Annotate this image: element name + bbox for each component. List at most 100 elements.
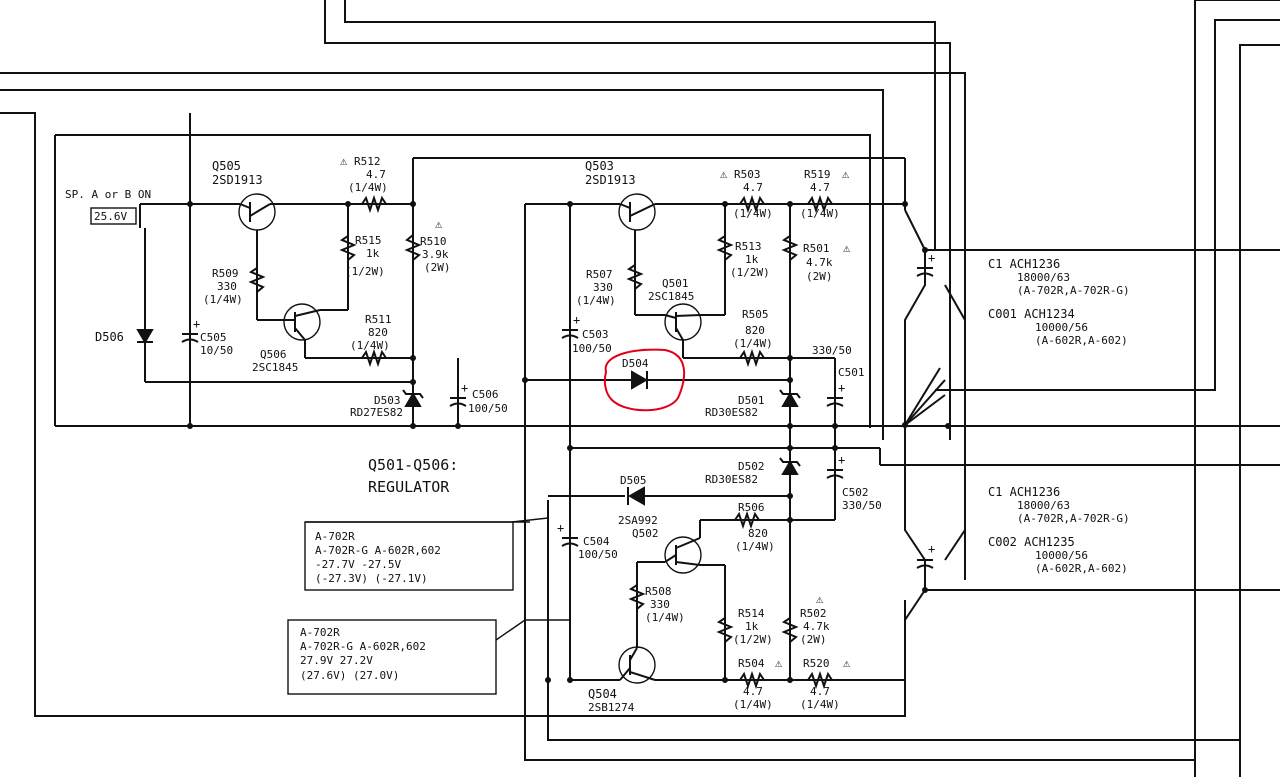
d501-ref: D501 <box>738 394 765 407</box>
r520-rating: (1/4W) <box>800 698 840 711</box>
bulk-top-line5: 10000/56 <box>1035 321 1088 334</box>
section-title-line1: Q501-Q506: <box>368 456 458 474</box>
q501-part: 2SC1845 <box>648 290 694 303</box>
r513-value: 1k <box>745 253 759 266</box>
zener-d503: D503 RD27ES82 <box>350 389 424 419</box>
c505-value: 10/50 <box>200 344 233 357</box>
d503-part: RD27ES82 <box>350 406 403 419</box>
r507-value: 330 <box>593 281 613 294</box>
c502-ref: C502 <box>842 486 869 499</box>
bulk-bottom-line5: 10000/56 <box>1035 549 1088 562</box>
r513-rating: (1/2W) <box>730 266 770 279</box>
r504-ref: R504 <box>738 657 765 670</box>
vbox2-line3: 27.9V 27.2V <box>300 654 373 667</box>
bulk-top-line1: C1 ACH1236 <box>988 257 1060 271</box>
bulk-bottom-line6: (A-602R,A-602) <box>1035 562 1128 575</box>
svg-text:+: + <box>928 542 935 556</box>
transistor-q502: 2SA992 Q502 <box>618 514 702 574</box>
transistor-q504: Q504 2SB1274 <box>588 646 656 714</box>
r510-safety-mark: ⚠ <box>435 217 443 231</box>
r503-rating: (1/4W) <box>733 207 773 220</box>
svg-text:+: + <box>573 313 580 327</box>
vbox2-line4: (27.6V) (27.0V) <box>300 669 399 682</box>
c502-value: 330/50 <box>842 499 882 512</box>
transistor-q501: Q501 2SC1845 <box>648 277 702 341</box>
r504-rating: (1/4W) <box>733 698 773 711</box>
d505-ref: D505 <box>620 474 647 487</box>
r519-safety-mark: ⚠ <box>842 167 850 181</box>
svg-text:+: + <box>838 453 845 467</box>
transistor-q505: Q505 2SD1913 <box>212 159 276 231</box>
r520-value: 4.7 <box>810 685 830 698</box>
q502-ref: Q502 <box>632 527 659 540</box>
c505-ref: C505 <box>200 331 227 344</box>
r512-safety-mark: ⚠ <box>340 154 348 168</box>
r507-ref: R507 <box>586 268 613 281</box>
c503-value: 100/50 <box>572 342 612 355</box>
r510-value: 3.9k <box>422 248 449 261</box>
r502-value: 4.7k <box>803 620 830 633</box>
bulk-top-line3: (A-702R,A-702R-G) <box>1017 284 1130 297</box>
bulk-cap-label-bottom: C1 ACH1236 18000/63 (A-702R,A-702R-G) C0… <box>988 485 1130 575</box>
r514-ref: R514 <box>738 607 765 620</box>
capacitor-c501: + 330/50 C501 <box>812 344 865 407</box>
r502-rating: (2W) <box>800 633 827 646</box>
d502-part: RD30ES82 <box>705 473 758 486</box>
q505-part: 2SD1913 <box>212 173 263 187</box>
vbox1-line3: -27.7V -27.5V <box>315 558 401 571</box>
capacitor-c506: + C506 100/50 <box>449 381 508 415</box>
r502-safety-mark: ⚠ <box>816 592 824 606</box>
transistor-q503: Q503 2SD1913 <box>585 159 656 231</box>
d503-ref: D503 <box>374 394 401 407</box>
zener-d502: D502 RD30ES82 <box>705 457 801 486</box>
capacitor-c503: + C503 100/50 <box>561 313 612 355</box>
c503-ref: C503 <box>582 328 609 341</box>
vbox1-line4: (-27.3V) (-27.1V) <box>315 572 428 585</box>
c504-ref: C504 <box>583 535 610 548</box>
r510-rating: (2W) <box>424 261 451 274</box>
r502-ref: R502 <box>800 607 827 620</box>
r515-rating: (1/2W) <box>345 265 385 278</box>
diode-d504: D504 <box>603 348 686 412</box>
q502-part: 2SA992 <box>618 514 658 527</box>
r506-ref: R506 <box>738 501 765 514</box>
r519-rating: (1/4W) <box>800 207 840 220</box>
capacitor-c502: + C502 330/50 <box>826 453 882 512</box>
r504-value: 4.7 <box>743 685 763 698</box>
r508-ref: R508 <box>645 585 672 598</box>
r505-rating: (1/4W) <box>733 337 773 350</box>
sp-voltage: 25.6V <box>94 210 127 223</box>
c506-value: 100/50 <box>468 402 508 415</box>
svg-text:+: + <box>557 521 564 535</box>
d501-part: RD30ES82 <box>705 406 758 419</box>
voltage-callout-1: A-702R A-702R-G A-602R,602 -27.7V -27.5V… <box>304 517 549 591</box>
bulk-top-line4: C001 ACH1234 <box>988 307 1075 321</box>
r520-ref: R520 <box>803 657 830 670</box>
r514-rating: (1/2W) <box>733 633 773 646</box>
d504-ref: D504 <box>622 357 649 370</box>
bulk-bottom-line2: 18000/63 <box>1017 499 1070 512</box>
bulk-top-line6: (A-602R,A-602) <box>1035 334 1128 347</box>
bulk-top-line2: 18000/63 <box>1017 271 1070 284</box>
svg-text:+: + <box>461 381 468 395</box>
r510-ref: R510 <box>420 235 447 248</box>
capacitor-c504: + C504 100/50 <box>557 521 618 561</box>
q504-part: 2SB1274 <box>588 701 635 714</box>
r504-safety-mark: ⚠ <box>775 656 783 670</box>
q503-ref: Q503 <box>585 159 614 173</box>
r512-rating: (1/4W) <box>348 181 388 194</box>
r508-value: 330 <box>650 598 670 611</box>
r520-safety-mark: ⚠ <box>843 656 851 670</box>
diode-d505: D505 <box>620 474 647 506</box>
voltage-callout-2: A-702R A-702R-G A-602R,602 27.9V 27.2V (… <box>287 619 570 695</box>
r519-value: 4.7 <box>810 181 830 194</box>
c501-ref: C501 <box>838 366 865 379</box>
r509-ref: R509 <box>212 267 239 280</box>
r501-value: 4.7k <box>806 256 833 269</box>
junction-dots <box>187 201 951 683</box>
r505-ref: R505 <box>742 308 769 321</box>
svg-text:+: + <box>928 251 935 265</box>
section-title-line2: REGULATOR <box>368 478 450 496</box>
